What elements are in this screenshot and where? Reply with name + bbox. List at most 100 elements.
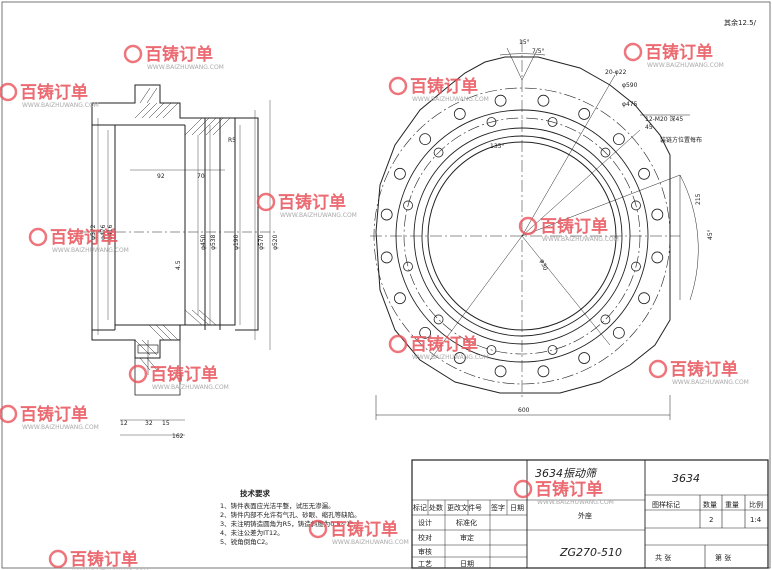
tb-sheets-total: 共 张 [655,553,671,562]
outer-bolt-hole [494,94,507,107]
tb-label-stage: 图样标记 [652,500,680,509]
watermark-logo-icon [28,227,48,247]
tapped-hole [631,200,641,211]
watermark-brand: 百铸订单 [330,519,398,540]
outer-bolt-hole [453,108,466,120]
watermark-brand: 百铸订单 [70,549,138,570]
watermark-brand: 百铸订单 [410,76,478,97]
watermark-logo-icon [256,192,276,212]
dim-tapped-holes: 12-M20 深45 [645,115,683,123]
tb-label-scale: 比例 [749,500,763,509]
tb-label-process: 工艺 [418,560,432,568]
dim-4.5: 4.5 [175,260,182,270]
dim-92: 92 [157,173,165,180]
watermark-logo-icon [623,42,643,62]
tech-req-title: 技术要求 [240,488,270,498]
tb-label-date2: 日期 [460,560,474,568]
outer-bolt-hole [578,352,591,364]
watermark-logo-icon [518,216,538,236]
dim-215: 215 [695,193,702,205]
outer-bolt-hole [651,208,664,221]
dim-45: 45 [645,124,653,131]
plan-dimension-labels: 15° 7.5° 20-φ22 φ590 φ475 12-M20 深45 45 … [490,39,714,414]
outer-bolt-hole [494,365,507,378]
tb-label-change-doc: 更改文件号 [447,503,482,512]
watermark-url: WWW.BAIZHUWANG.COM [52,247,129,254]
tb-label-weight: 重量 [725,501,739,509]
roughness-mark: 其余12.5/ [724,18,757,27]
title-block-text: 3634振动筛 外座 ZG270-510 3634 标记 处数 更改文件号 签字… [413,467,763,568]
tech-req-item: 2、铸件内部不允许有气孔、砂眼、缩孔等缺陷。 [220,510,361,519]
watermark-brand: 百铸订单 [410,334,478,355]
watermark-logo-icon [308,519,328,539]
watermark-brand: 百铸订单 [645,42,713,63]
outer-bolt-hole [394,292,406,305]
outer-bolt-hole [419,326,432,339]
tapped-hole [547,345,558,355]
tb-label-design: 设计 [418,518,432,527]
watermark-logo-icon [388,76,408,96]
tapped-hole [486,117,497,127]
section-dimension-labels: φ572 φ476 φ416 φ450 φ538 φ570 φ190 φ520 … [90,137,279,440]
watermarks: 百铸订单WWW.BAIZHUWANG.COM百铸订单WWW.BAIZHUWANG… [0,42,749,570]
tapped-hole [433,147,444,158]
section-view [80,84,275,436]
dim-162: 162 [172,433,184,440]
watermark-url: WWW.BAIZHUWANG.COM [672,379,749,386]
tb-label-check: 校对 [418,533,432,542]
dim-15: 15 [162,420,170,427]
watermark-url: WWW.BAIZHUWANG.COM [22,102,99,109]
outer-bolt-hole [578,108,591,120]
tb-qty-value: 2 [709,516,713,524]
watermark-url: WWW.BAIZHUWANG.COM [537,499,614,506]
outer-bolt-hole [453,352,466,364]
dim-32: 32 [145,420,153,427]
tb-label-audit: 审核 [418,547,432,556]
dim-phi570: φ570 [258,234,265,250]
dim-phi590: φ590 [622,82,638,89]
tech-requirements: 技术要求 1、铸件表面应光洁平整，试压无渗漏。 2、铸件内部不允许有气孔、砂眼、… [220,488,361,546]
outer-bolt-hole [394,167,406,180]
tb-label-date: 日期 [510,504,524,512]
tapped-hole [600,314,611,325]
watermark-brand: 百铸订单 [670,359,738,380]
watermark-url: WWW.BAIZHUWANG.COM [22,424,99,431]
dim-600: 600 [518,407,530,414]
dim-phi30: φ30 [538,258,549,271]
tapped-hole [433,314,444,325]
watermark-logo-icon [648,359,668,379]
note-position: 装链方位置每布 [660,136,702,144]
part-name: 3634振动筛 [535,467,598,480]
dim-12: 12 [120,420,128,427]
tech-req-item: 1、铸件表面应光洁平整，试压无渗漏。 [220,501,335,510]
watermark-url: WWW.BAIZHUWANG.COM [412,96,489,103]
dim-phi190: φ190 [233,234,240,250]
dim-phi450: φ450 [200,234,207,250]
dim-phi476: φ476 [100,224,107,240]
tb-label-sign: 签字 [491,503,505,512]
dim-R5: R5 [228,137,236,144]
part-sub: 外座 [578,511,592,520]
watermark-logo-icon [513,479,533,499]
dim-holes-20: 20-φ22 [605,69,627,76]
tb-label-standard: 标准化 [456,518,477,527]
watermark-logo-icon [0,82,18,102]
title-block [411,459,769,569]
dim-70: 70 [197,173,205,180]
watermark-brand: 百铸订单 [20,404,88,425]
dim-phi572: φ572 [90,224,97,240]
watermark-url: WWW.BAIZHUWANG.COM [280,212,357,219]
watermark-url: WWW.BAIZHUWANG.COM [542,236,619,243]
outer-bolt-hole [651,251,664,264]
watermark-brand: 百铸订单 [145,44,213,65]
watermark-logo-icon [48,549,68,569]
